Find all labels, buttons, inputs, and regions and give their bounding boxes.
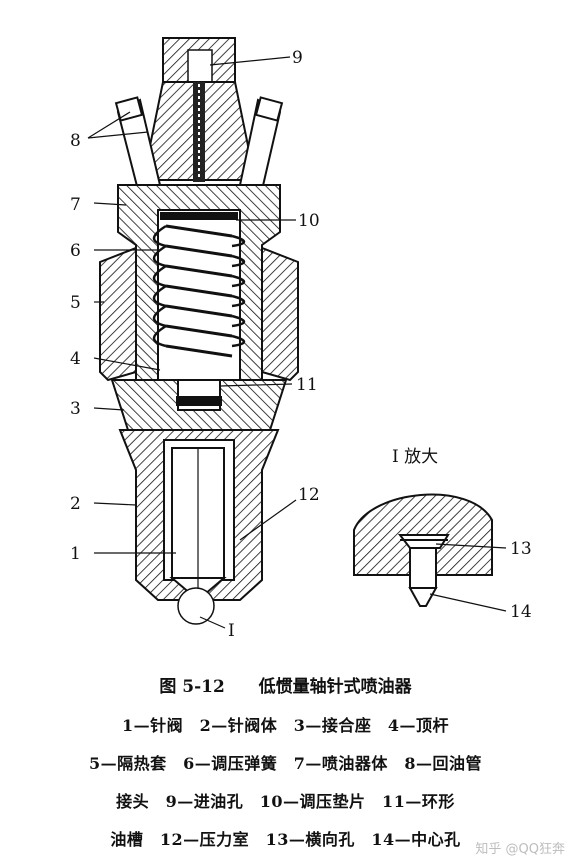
- label-7: 7: [70, 195, 81, 215]
- detail-circle: [177, 587, 215, 625]
- legend-line-3: 接头 9—进油孔 10—调压垫片 11—环形: [116, 792, 455, 811]
- label-6: 6: [70, 241, 81, 261]
- label-10: 10: [298, 211, 320, 231]
- connector-seat: [110, 379, 288, 431]
- caption-number: 图 5-12: [159, 677, 225, 697]
- caption-title: 低惯量轴针式喷油器: [258, 677, 412, 697]
- label-12: 12: [298, 485, 320, 505]
- pressure-spring: [152, 212, 246, 358]
- label-9: 9: [292, 48, 303, 68]
- legend-line-4: 油槽 12—压力室 13—横向孔 14—中心孔: [110, 830, 461, 849]
- label-14: 14: [510, 602, 532, 622]
- injector-diagram: 9 8 7 6 5 4 3 2 1 10 11 12 I I 放大 13 14: [70, 37, 532, 641]
- label-8: 8: [70, 131, 81, 151]
- label-detail-i: I: [228, 621, 235, 641]
- inlet-fitting: [141, 37, 257, 182]
- label-13: 13: [510, 539, 532, 559]
- return-oil-fittings: [114, 96, 284, 192]
- label-3: 3: [70, 399, 81, 419]
- legend-line-2: 5—隔热套 6—调压弹簧 7—喷油器体 8—回油管: [88, 754, 483, 773]
- label-2: 2: [70, 494, 81, 514]
- legend-line-1: 1—针阀 2—针阀体 3—接合座 4—顶杆: [121, 716, 450, 735]
- label-5: 5: [70, 293, 81, 313]
- label-11: 11: [296, 375, 318, 395]
- zoom-detail: [353, 493, 493, 607]
- label-1: 1: [70, 544, 81, 564]
- watermark: 知乎 @QQ狂奔: [475, 842, 565, 857]
- label-4: 4: [70, 349, 81, 369]
- nozzle-body: [118, 429, 280, 602]
- figure-caption: 图 5-12 低惯量轴针式喷油器: [0, 672, 571, 697]
- zoom-title: I 放大: [392, 447, 438, 467]
- heat-sleeve: [99, 246, 299, 382]
- leader-lines: [87, 56, 507, 629]
